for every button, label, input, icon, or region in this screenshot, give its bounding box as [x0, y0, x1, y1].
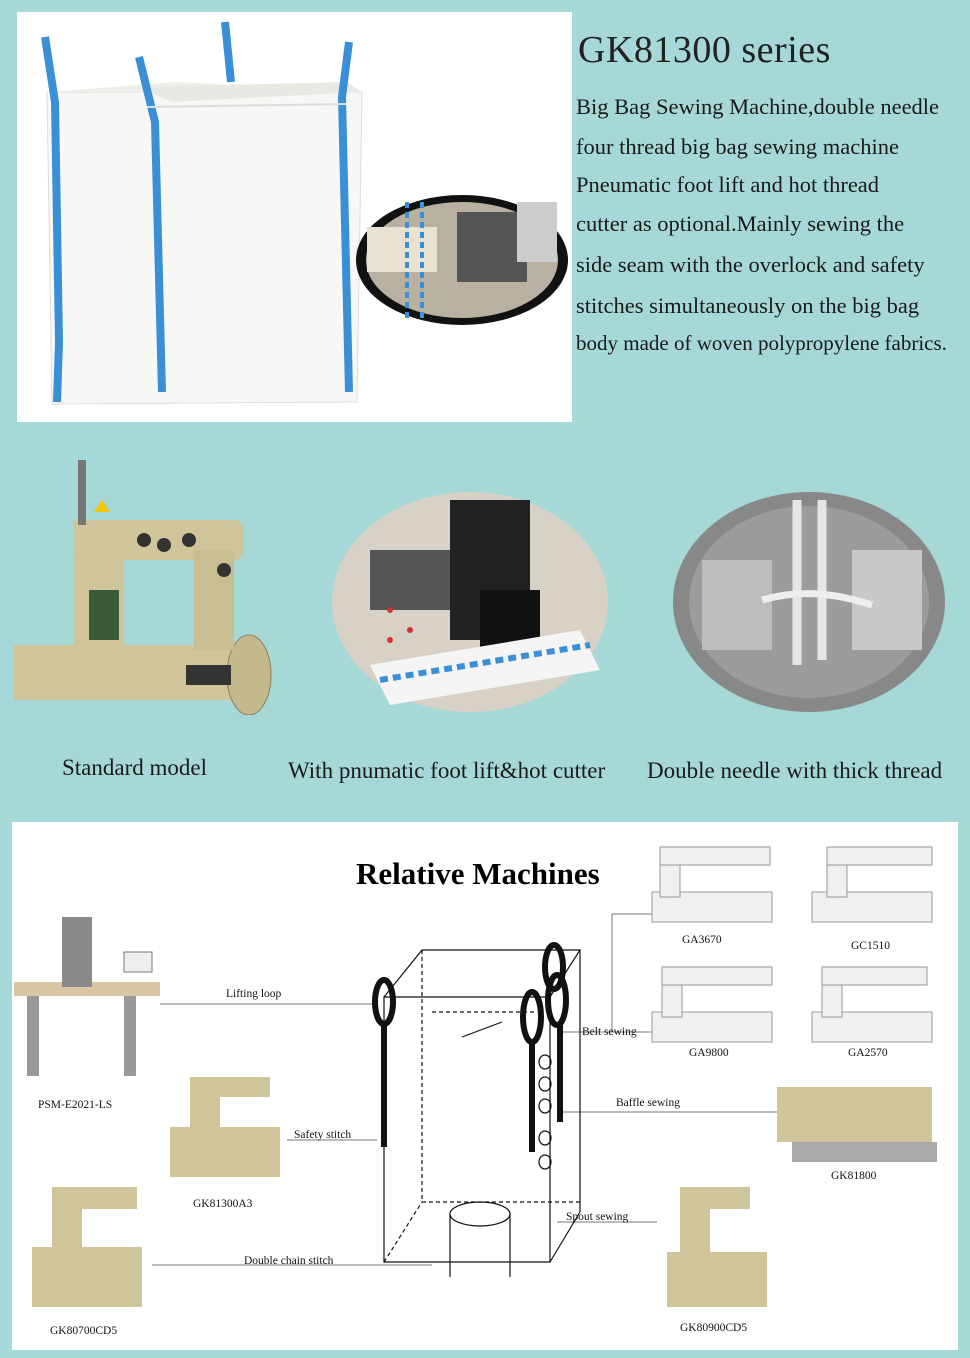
hero-image-panel — [17, 12, 572, 422]
big-bag-illustration — [41, 21, 568, 405]
machine-label-gc1510: GC1510 — [851, 940, 890, 952]
machine-label-gk81800: GK81800 — [831, 1170, 877, 1182]
machine-label-gk81300a3: GK81300A3 — [193, 1198, 253, 1210]
caption-standard-model: Standard model — [62, 755, 207, 780]
caption-double-needle: Double needle with thick thread — [647, 758, 943, 783]
double-needle-closeup-image — [673, 492, 945, 712]
machine-label-psm-e2021-ls: PSM-E2021-LS — [38, 1099, 113, 1111]
process-safety-stitch: Safety stitch — [294, 1129, 352, 1141]
product-title: GK81300 series — [578, 29, 831, 71]
pneumatic-foot-lift-closeup-image — [332, 492, 608, 712]
process-baffle-sewing: Baffle sewing — [616, 1097, 680, 1109]
bag-process-diagram — [14, 846, 937, 1307]
process-belt-sewing: Belt sewing — [582, 1026, 637, 1038]
process-lifting-loop: Lifting loop — [226, 988, 282, 1000]
standard-model-machine-image — [14, 460, 272, 715]
machine-label-gk80700cd5: GK80700CD5 — [50, 1325, 118, 1337]
description-line-5: side seam with the overlock and safety — [576, 252, 925, 277]
machine-label-ga2570: GA2570 — [848, 1047, 888, 1059]
machine-label-gk80900cd5: GK80900CD5 — [680, 1322, 748, 1334]
machine-label-ga9800: GA9800 — [689, 1047, 729, 1059]
process-spout-sewing: Spout sewing — [566, 1211, 629, 1223]
description-line-1: Big Bag Sewing Machine,double needle — [576, 94, 940, 119]
caption-pneumatic-foot-lift: With pnumatic foot lift&hot cutter — [288, 758, 606, 783]
description-line-6: stitches simultaneously on the big bag — [576, 293, 920, 318]
machine-psm-e2021-ls — [14, 917, 160, 1076]
description-line-3: Pneumatic foot lift and hot thread — [576, 172, 880, 197]
relative-machines-title: Relative Machines — [356, 856, 600, 891]
machine-label-ga3670: GA3670 — [682, 934, 722, 946]
description-line-7: body made of woven polypropylene fabrics… — [576, 331, 947, 355]
description-line-2: four thread big bag sewing machine — [576, 134, 900, 159]
description-line-4: cutter as optional.Mainly sewing the — [576, 211, 905, 236]
process-double-chain-stitch: Double chain stitch — [244, 1255, 334, 1267]
